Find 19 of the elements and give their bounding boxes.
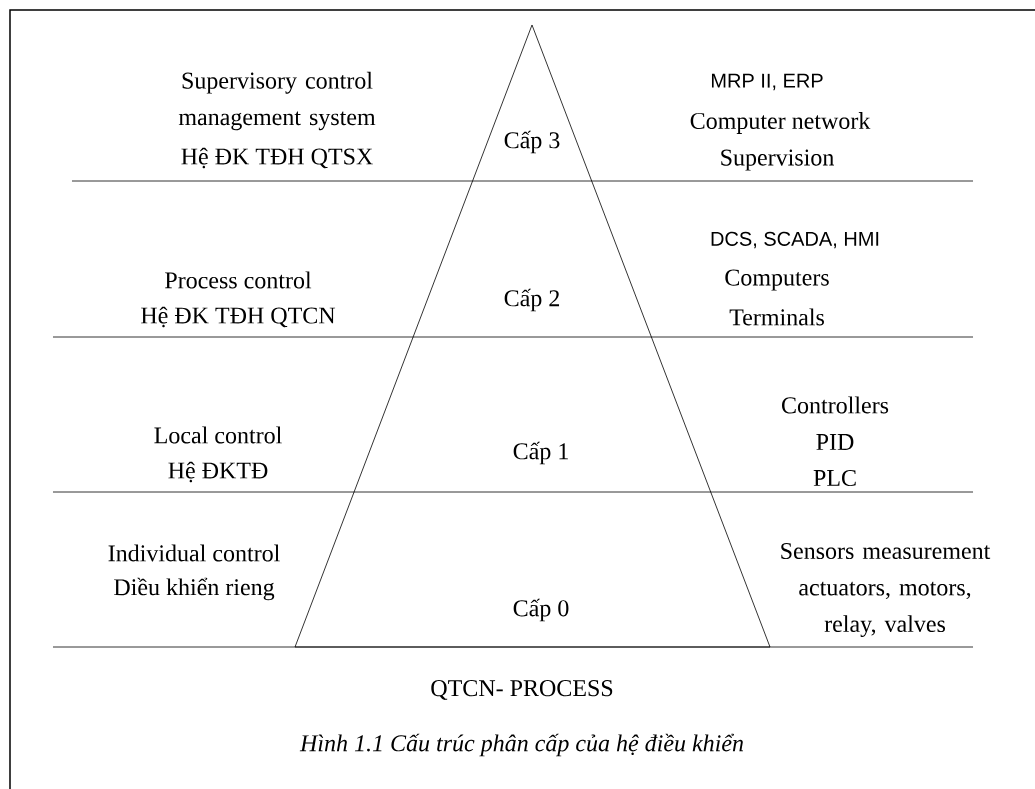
label: PID — [816, 434, 854, 450]
label: Supervision — [721, 149, 834, 171]
label: Hệ ĐKTĐ — [168, 461, 268, 483]
label: Computers — [725, 269, 829, 291]
label: Hệ ĐK TĐH QTSX — [181, 147, 373, 169]
level-label: Cấp 1 — [513, 441, 568, 465]
label: PLC — [813, 469, 856, 487]
label: MRP II, ERP — [712, 73, 823, 91]
caption: Hình 1.1 Cấu trúc phân cấp của hệ điều khiển — [299, 733, 743, 757]
label: Supervisory control management system — [178, 71, 376, 131]
label: Terminals — [729, 308, 824, 326]
label: DCS, SCADA, HMI — [711, 231, 879, 249]
label: QTCN- PROCESS — [431, 680, 613, 700]
level-label: Cấp 0 — [513, 598, 569, 622]
label: Hệ ĐK TĐH QTCN — [141, 306, 336, 328]
level-label: Cấp 2 — [504, 288, 559, 312]
label: Process control — [165, 271, 312, 289]
label: Computer network — [690, 112, 871, 134]
level-label: Cấp 3 — [504, 130, 560, 154]
